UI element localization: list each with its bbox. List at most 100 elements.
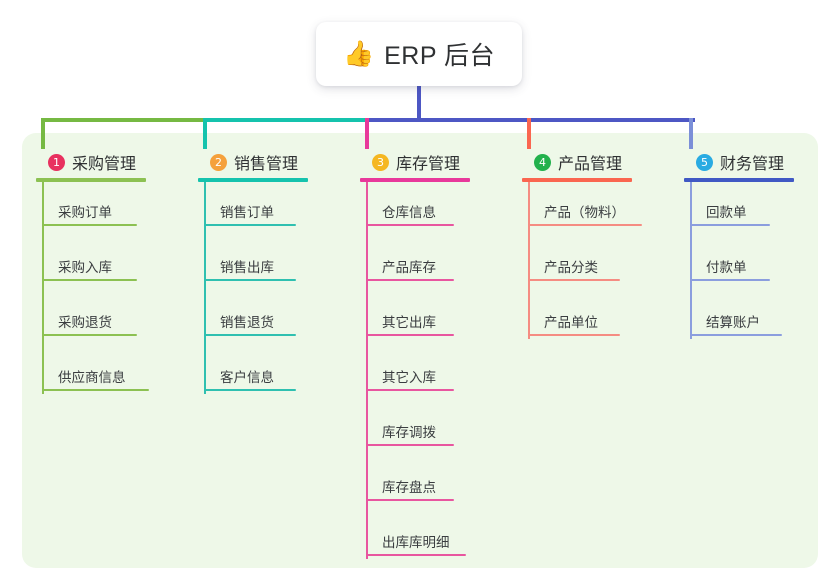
leaf-node-underline bbox=[366, 554, 466, 556]
column-header-underline bbox=[684, 178, 794, 182]
leaf-node[interactable]: 产品（物料） bbox=[522, 179, 642, 234]
leaf-node-underline bbox=[42, 334, 137, 336]
column-number-badge: 3 bbox=[372, 153, 389, 171]
leaf-node-underline bbox=[690, 224, 770, 226]
leaf-node[interactable]: 出库库明细 bbox=[360, 509, 466, 564]
leaf-node[interactable]: 结算账户 bbox=[684, 289, 784, 344]
leaf-node-underline bbox=[690, 334, 782, 336]
leaf-node-label: 产品分类 bbox=[544, 260, 598, 275]
leaf-node[interactable]: 库存盘点 bbox=[360, 454, 460, 509]
leaf-node-label: 销售退货 bbox=[220, 315, 274, 330]
leaf-node[interactable]: 采购退货 bbox=[36, 289, 137, 344]
column-header-销售管理[interactable]: 2 销售管理 bbox=[198, 145, 298, 179]
column-number-badge: 1 bbox=[48, 153, 65, 171]
column-title: 产品管理 bbox=[558, 156, 623, 173]
leaf-node-label: 客户信息 bbox=[220, 370, 274, 385]
leaf-node-label: 采购退货 bbox=[58, 315, 112, 330]
diagram-background-panel bbox=[22, 133, 818, 568]
leaf-node-label: 出库库明细 bbox=[382, 535, 450, 550]
bus-segment-2 bbox=[205, 118, 367, 122]
column-库存管理: 3 库存管理仓库信息产品库存其它出库其它入库库存调拨库存盘点出库库明细 bbox=[360, 145, 470, 564]
leaf-node-underline bbox=[366, 224, 454, 226]
bus-segment-1 bbox=[43, 118, 205, 122]
leaf-node-label: 结算账户 bbox=[706, 315, 760, 330]
column-header-库存管理[interactable]: 3 库存管理 bbox=[360, 145, 460, 179]
leaf-node-underline bbox=[366, 334, 454, 336]
leaf-node-underline bbox=[204, 334, 296, 336]
leaf-node[interactable]: 产品分类 bbox=[522, 234, 622, 289]
leaf-node-label: 产品单位 bbox=[544, 315, 598, 330]
column-财务管理: 5 财务管理回款单付款单结算账户 bbox=[684, 145, 794, 344]
column-header-underline bbox=[36, 178, 146, 182]
leaf-node[interactable]: 库存调拨 bbox=[360, 399, 460, 454]
leaf-node[interactable]: 采购入库 bbox=[36, 234, 137, 289]
leaf-node-underline bbox=[42, 224, 137, 226]
drop-line-销售管理 bbox=[203, 118, 207, 149]
leaf-node-underline bbox=[528, 279, 620, 281]
column-header-财务管理[interactable]: 5 财务管理 bbox=[684, 145, 784, 179]
leaf-node[interactable]: 销售订单 bbox=[198, 179, 298, 234]
leaf-node-label: 仓库信息 bbox=[382, 205, 436, 220]
leaf-node[interactable]: 其它出库 bbox=[360, 289, 460, 344]
leaf-node-underline bbox=[690, 279, 770, 281]
leaf-node-label: 销售订单 bbox=[220, 205, 274, 220]
root-node[interactable]: 👍 ERP 后台 bbox=[316, 22, 522, 86]
leaf-node-underline bbox=[528, 334, 620, 336]
leaf-node-label: 采购订单 bbox=[58, 205, 112, 220]
column-title: 销售管理 bbox=[234, 156, 299, 173]
column-产品管理: 4 产品管理产品（物料） 产品分类产品单位 bbox=[522, 145, 642, 344]
leaf-node[interactable]: 供应商信息 bbox=[36, 344, 149, 399]
leaf-node-label: 采购入库 bbox=[58, 260, 112, 275]
column-header-underline bbox=[522, 178, 632, 182]
column-number-badge: 2 bbox=[210, 153, 227, 171]
column-rail bbox=[528, 182, 530, 339]
column-number-badge: 5 bbox=[696, 153, 713, 171]
leaf-node-label: 库存调拨 bbox=[382, 425, 436, 440]
leaf-node[interactable]: 销售退货 bbox=[198, 289, 298, 344]
leaf-node-label: 销售出库 bbox=[220, 260, 274, 275]
leaf-node-label: 其它出库 bbox=[382, 315, 436, 330]
leaf-node-underline bbox=[42, 279, 137, 281]
column-销售管理: 2 销售管理销售订单销售出库销售退货客户信息 bbox=[198, 145, 308, 399]
leaf-node-underline bbox=[204, 389, 296, 391]
leaf-node[interactable]: 采购订单 bbox=[36, 179, 137, 234]
column-header-underline bbox=[360, 178, 470, 182]
leaf-node[interactable]: 销售出库 bbox=[198, 234, 298, 289]
leaf-node-underline bbox=[204, 279, 296, 281]
leaf-node-underline bbox=[366, 389, 454, 391]
leaf-node-underline bbox=[366, 444, 454, 446]
leaf-node[interactable]: 客户信息 bbox=[198, 344, 298, 399]
leaf-node[interactable]: 付款单 bbox=[684, 234, 784, 289]
column-title: 库存管理 bbox=[396, 156, 461, 173]
column-header-underline bbox=[198, 178, 308, 182]
leaf-node[interactable]: 产品单位 bbox=[522, 289, 622, 344]
thumbs-up-icon: 👍 bbox=[342, 39, 375, 68]
column-rail bbox=[690, 182, 692, 339]
column-header-产品管理[interactable]: 4 产品管理 bbox=[522, 145, 622, 179]
leaf-node-underline bbox=[204, 224, 296, 226]
leaf-node-underline bbox=[366, 279, 454, 281]
drop-line-产品管理 bbox=[527, 118, 531, 149]
leaf-node[interactable]: 回款单 bbox=[684, 179, 784, 234]
leaf-node-underline bbox=[528, 224, 642, 226]
leaf-node[interactable]: 产品库存 bbox=[360, 234, 460, 289]
drop-line-财务管理 bbox=[689, 118, 693, 149]
leaf-node-label: 付款单 bbox=[706, 260, 747, 275]
leaf-node-underline bbox=[42, 389, 149, 391]
root-node-label: ERP 后台 bbox=[384, 42, 496, 70]
leaf-node-label: 其它入库 bbox=[382, 370, 436, 385]
column-title: 财务管理 bbox=[720, 156, 785, 173]
column-number-badge: 4 bbox=[534, 153, 551, 171]
leaf-node[interactable]: 仓库信息 bbox=[360, 179, 460, 234]
drop-line-采购管理 bbox=[41, 118, 45, 149]
leaf-node-label: 产品库存 bbox=[382, 260, 436, 275]
column-rail bbox=[42, 182, 44, 394]
leaf-node-underline bbox=[366, 499, 454, 501]
leaf-node-label: 回款单 bbox=[706, 205, 747, 220]
column-rail bbox=[366, 182, 368, 559]
leaf-node-label: 库存盘点 bbox=[382, 480, 436, 495]
leaf-node[interactable]: 其它入库 bbox=[360, 344, 460, 399]
